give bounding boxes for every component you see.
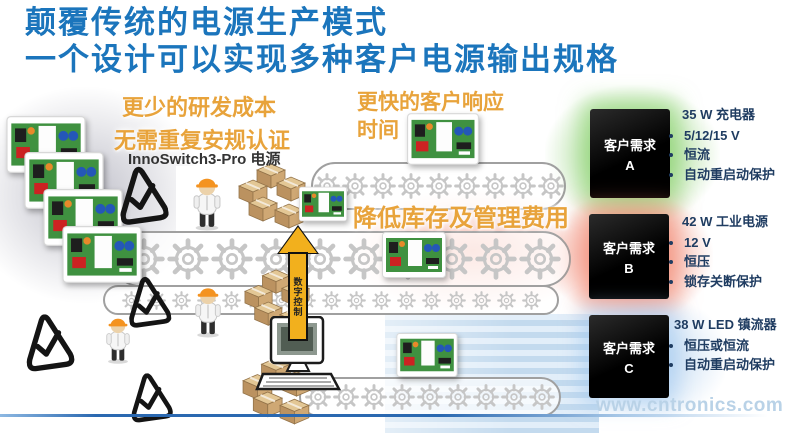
spec-bullet: 5/12/15 V: [684, 126, 800, 146]
arrow-body: 数字控制: [288, 252, 308, 341]
gear-icon: [372, 291, 391, 310]
certification-mark-icon: [20, 311, 76, 375]
spec-list-a: 35 W 充电器 5/12/15 V 恒流 自动重启动保护: [668, 105, 800, 184]
certification-mark-icon: [126, 370, 175, 425]
gear-icon: [422, 291, 441, 310]
arrow-head: [279, 227, 317, 253]
certification-mark-icon: [114, 163, 170, 229]
gear-icon: [519, 238, 561, 280]
title-line2: 一个设计可以实现多种客户电源输出规格: [25, 41, 619, 77]
label-faster-response: 更快的客户响应 时间: [357, 91, 504, 143]
customer-box-b: 客户需求 B: [589, 214, 669, 299]
gear-icon: [417, 384, 443, 410]
label-less-rd-cost: 更少的研发成本: [122, 95, 277, 120]
gear-icon: [445, 384, 471, 410]
label-lower-inventory: 降低库存及管理费用: [353, 205, 569, 232]
spec-bullet: 恒压或恒流: [684, 336, 800, 356]
pcb-card: [299, 186, 347, 222]
gear-icon: [472, 291, 491, 310]
watermark: www.cntronics.com: [596, 395, 784, 416]
gear-icon: [167, 238, 209, 280]
conveyor-belt-middle-2: [103, 285, 559, 315]
customer-box-c: 客户需求 C: [589, 315, 669, 398]
gear-icon: [510, 173, 536, 199]
upload-arrow: 数字控制: [277, 225, 319, 341]
gear-icon: [343, 238, 385, 280]
spec-list-c: 38 W LED 镇流器 恒压或恒流 自动重启动保护: [668, 315, 800, 375]
gear-icon: [482, 173, 508, 199]
spec-bullet: 12 V: [684, 233, 800, 253]
worker-figure: [100, 313, 136, 365]
gear-icon: [497, 291, 516, 310]
gear-icon: [522, 291, 541, 310]
spec-bullet: 锁存关断保护: [684, 272, 800, 292]
customer-box-a: 客户需求 A: [590, 109, 670, 198]
spec-title-b: 42 W 工业电源: [682, 214, 768, 229]
gear-icon: [538, 173, 564, 199]
gear-icon: [529, 384, 555, 410]
label-product-name: InnoSwitch3-Pro 电源: [128, 151, 281, 168]
gear-icon: [389, 384, 415, 410]
gear-icon: [473, 384, 499, 410]
spec-bullet: 自动重启动保护: [684, 165, 800, 185]
gear-icon: [347, 291, 366, 310]
page-title: 颠覆传统的电源生产模式 一个设计可以实现多种客户电源输出规格: [25, 5, 619, 78]
gear-icon: [454, 173, 480, 199]
gear-icon: [322, 291, 341, 310]
spec-bullet: 恒流: [684, 145, 800, 165]
gear-icon: [361, 384, 387, 410]
pcb-card: [394, 333, 460, 377]
gear-icon: [475, 238, 517, 280]
gear-icon: [447, 291, 466, 310]
gear-icon: [398, 173, 424, 199]
spec-title-a: 35 W 充电器: [682, 107, 755, 122]
gear-icon: [501, 384, 527, 410]
spec-bullet: 恒压: [684, 252, 800, 272]
gear-icon: [370, 173, 396, 199]
worker-figure: [176, 166, 238, 231]
gear-icon: [426, 173, 452, 199]
spec-bullet: 自动重启动保护: [684, 355, 800, 375]
worker-figure: [188, 283, 228, 338]
arrow-label: 数字控制: [292, 276, 303, 317]
pcb-card-stack-4: [62, 226, 142, 283]
pcb-card: [382, 231, 446, 279]
conveyor-belt-middle: [112, 231, 571, 287]
spec-list-b: 42 W 工业电源 12 V 恒压 锁存关断保护: [668, 212, 800, 291]
gear-icon: [397, 291, 416, 310]
spec-title-c: 38 W LED 镇流器: [674, 317, 777, 332]
title-line1: 颠覆传统的电源生产模式: [25, 5, 388, 40]
